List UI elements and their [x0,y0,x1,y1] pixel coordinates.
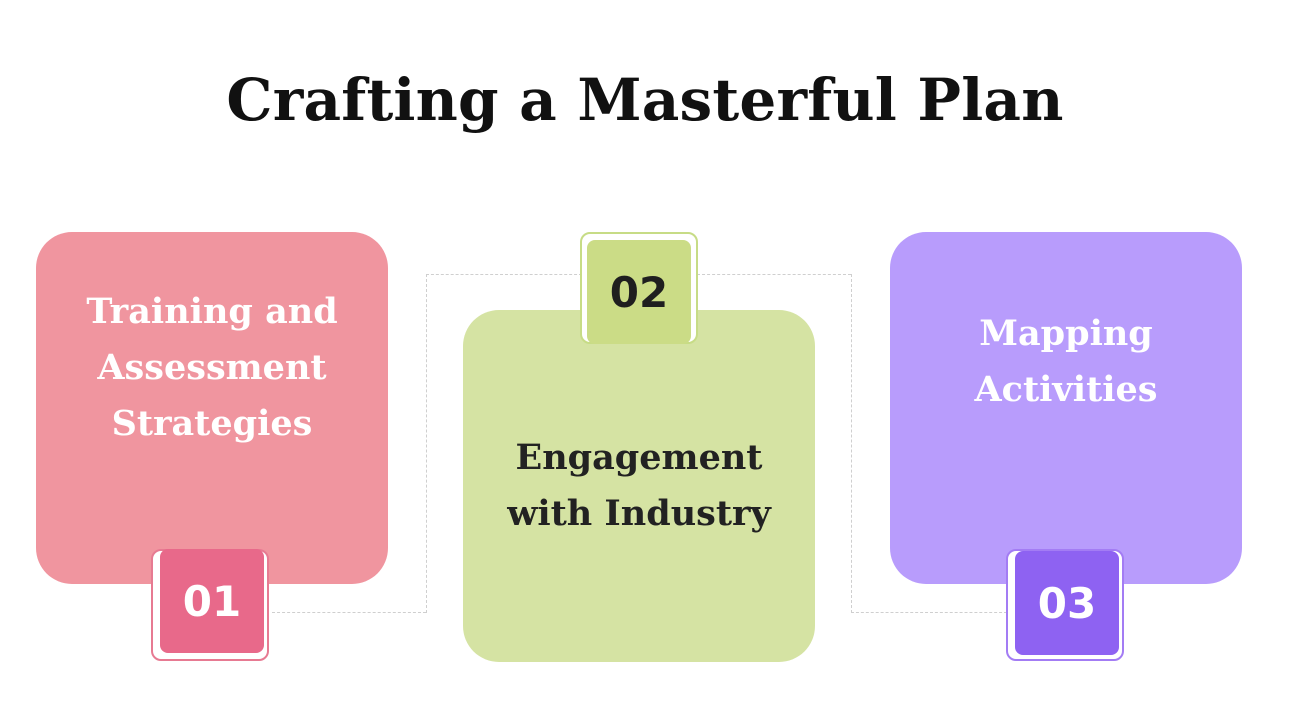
step-label-2: Engagement with Industry [507,437,771,534]
step-card-2: Engagement with Industry [463,310,815,662]
connector-line [851,612,1007,613]
step-number-3: 03 [1015,551,1119,655]
step-number-1: 01 [160,549,264,653]
step-label-1: Training and Assessment Strategies [86,291,338,444]
connector-line [851,274,852,613]
connector-line [426,274,427,613]
page-title: Crafting a Masterful Plan [226,66,1064,134]
connector-line [697,274,851,275]
connector-line [272,612,426,613]
step-card-3: Mapping Activities [890,232,1242,584]
connector-line [426,274,582,275]
step-label-3: Mapping Activities [974,313,1158,410]
step-card-1: Training and Assessment Strategies [36,232,388,584]
step-number-2: 02 [587,240,691,344]
